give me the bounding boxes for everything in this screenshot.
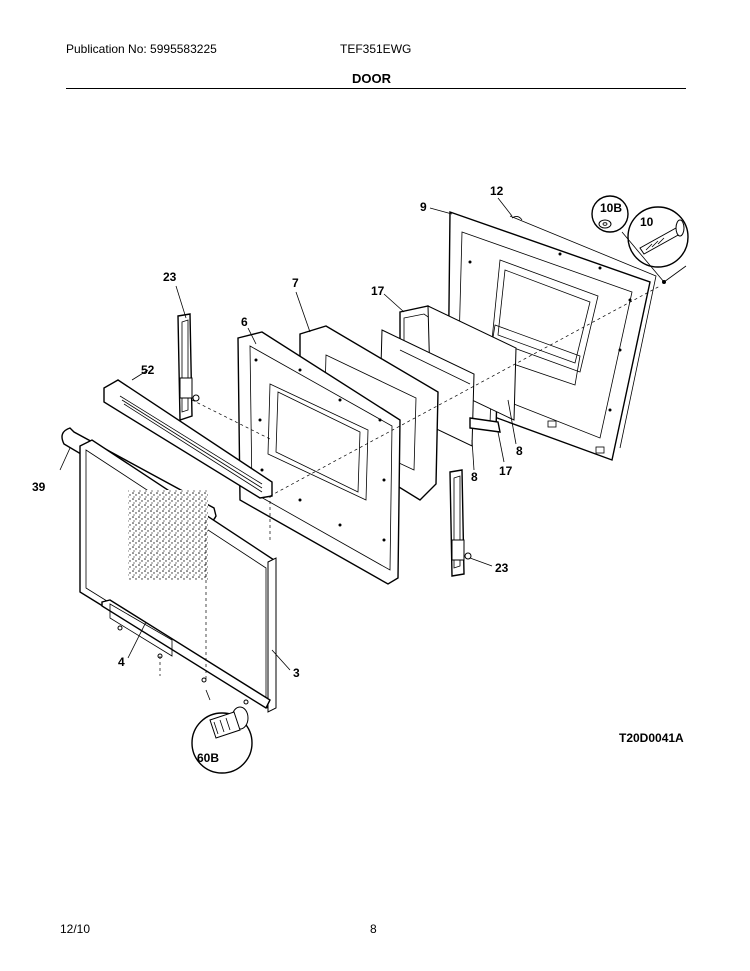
model-number: TEF351EWG (340, 42, 412, 56)
assembly-lines (159, 285, 661, 680)
callout-12: 12 (490, 184, 504, 198)
part-glass-retainer-lower (469, 417, 501, 433)
callout-39: 39 (32, 480, 46, 494)
publication-number: Publication No: 5995583225 (66, 42, 217, 56)
part-screw-60b (191, 689, 253, 774)
callout-3: 3 (293, 666, 300, 680)
diagram-code: T20D0041A (619, 731, 684, 745)
part-door-gasket (509, 215, 657, 449)
callout-9: 9 (420, 200, 427, 214)
part-handle-trim (103, 369, 273, 499)
callout-4: 4 (118, 655, 125, 669)
part-door-frame (237, 331, 401, 585)
callout-17-upper: 17 (371, 284, 385, 298)
part-screw-and-washer (591, 195, 689, 284)
callout-23-upper: 23 (163, 270, 177, 284)
callout-17-lower: 17 (499, 464, 513, 478)
header-rule (66, 88, 686, 89)
callout-10: 10 (640, 215, 654, 229)
part-bottom-trim (101, 599, 271, 710)
callout-10b: 10B (600, 201, 622, 215)
section-title: DOOR (352, 71, 391, 86)
part-outer-door-panel (79, 439, 291, 713)
callout-7: 7 (292, 276, 299, 290)
callout-23-lower: 23 (495, 561, 509, 575)
callout-52: 52 (141, 363, 155, 377)
callout-60b: 60B (197, 751, 219, 765)
part-hinge-lower (449, 469, 493, 577)
callout-8-right: 8 (516, 444, 523, 458)
footer-date: 12/10 (60, 922, 91, 936)
part-hinge-upper (175, 285, 200, 421)
footer-page-number: 8 (370, 922, 377, 936)
callout-6: 6 (241, 315, 248, 329)
callout-8-lower: 8 (471, 470, 478, 484)
